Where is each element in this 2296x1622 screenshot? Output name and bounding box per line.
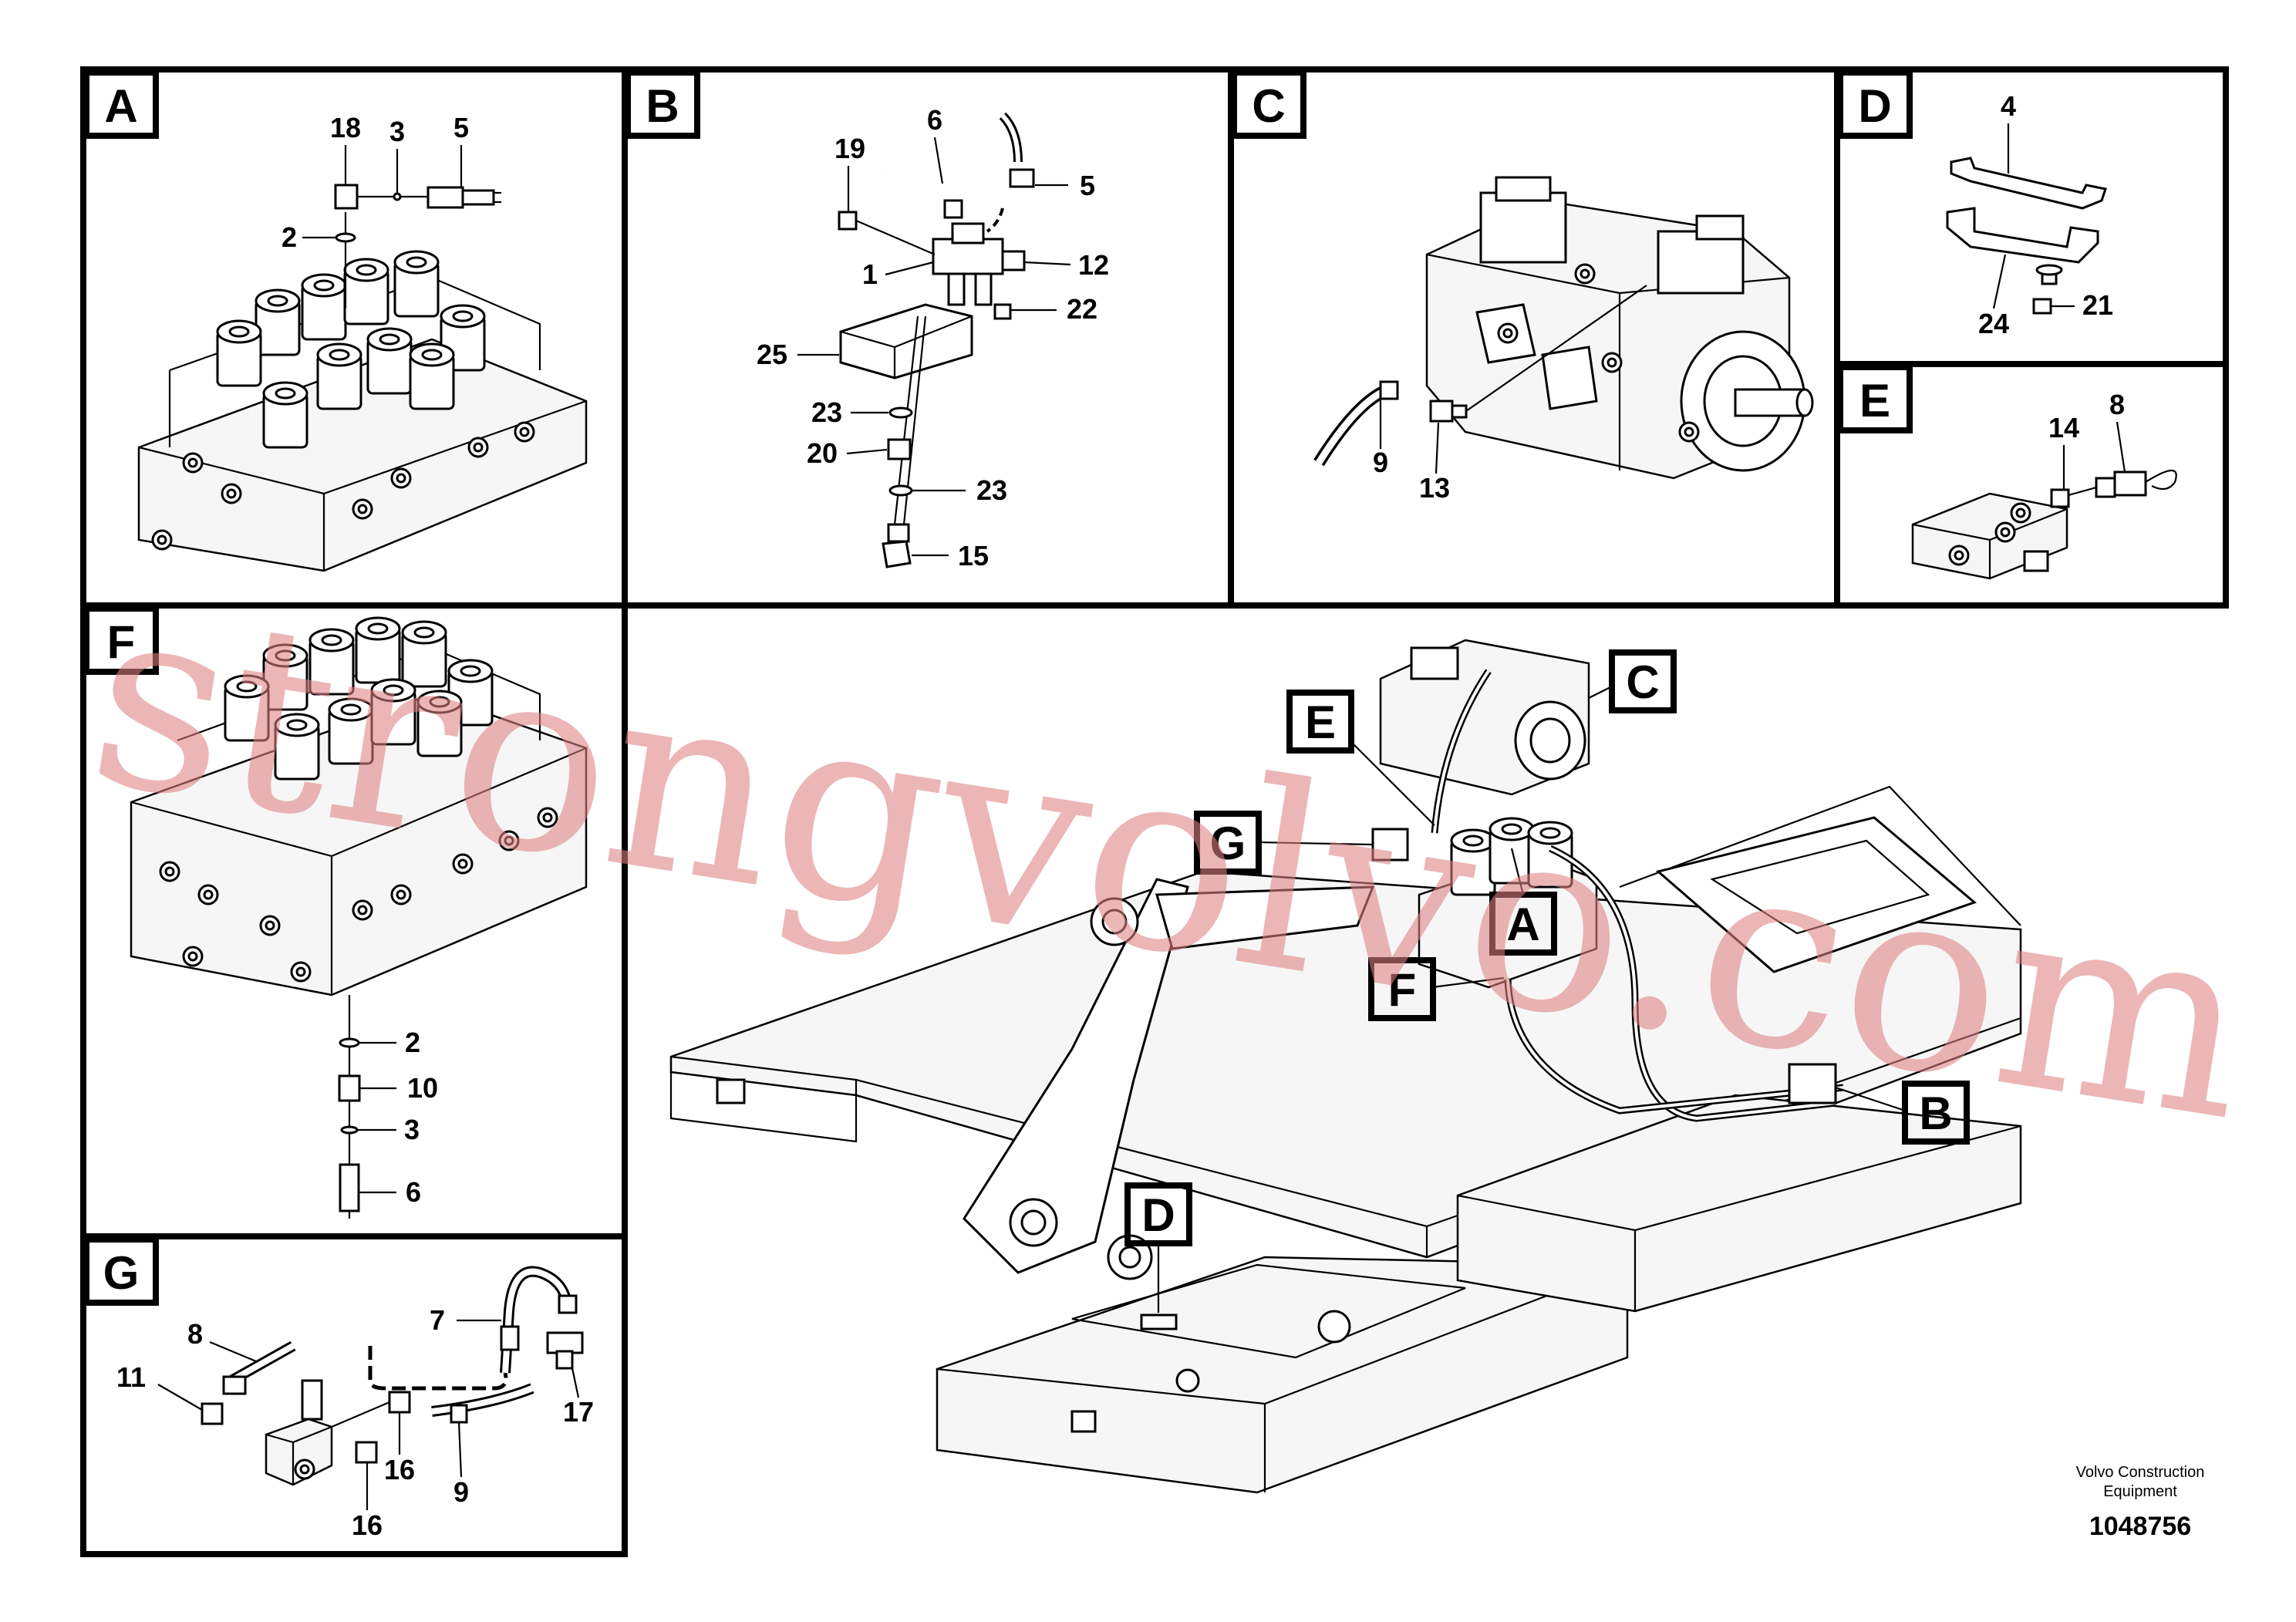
- callout-10: 10: [407, 1072, 438, 1104]
- callout-2: 2: [405, 1027, 420, 1058]
- panel-g-hose-drawing: [201, 1266, 584, 1486]
- overview-callout-E: E: [1286, 690, 1435, 826]
- callout-3: 3: [389, 116, 405, 147]
- svg-text:F: F: [107, 616, 136, 668]
- callout-1: 1: [862, 258, 878, 290]
- panel-b-assembly-drawing: [838, 112, 1035, 568]
- svg-text:B: B: [646, 80, 679, 132]
- callout-18: 18: [330, 112, 361, 143]
- callout-9: 9: [453, 1476, 469, 1508]
- panel-d-callouts: 4 24 21: [1978, 90, 2113, 339]
- callout-6: 6: [406, 1176, 421, 1208]
- panel-g-callouts: 8 7 11 17 16 9 16: [116, 1304, 594, 1541]
- panel-f-valve-drawing: [130, 616, 588, 1219]
- panel-e-callouts: 14 8: [2048, 389, 2126, 490]
- drawing-number: 1048756: [2089, 1512, 2191, 1541]
- callout-3: 3: [404, 1114, 420, 1145]
- callout-5: 5: [1080, 170, 1095, 201]
- panel-a-valve-drawing: [137, 184, 588, 572]
- panel-label-D: D: [1837, 69, 1913, 139]
- callout-7: 7: [430, 1304, 445, 1336]
- svg-text:E: E: [1305, 696, 1336, 748]
- company-name-line1: Volvo Construction: [2076, 1464, 2205, 1481]
- svg-text:D: D: [1858, 80, 1891, 132]
- svg-text:G: G: [103, 1247, 140, 1299]
- panel-b-callouts: 6 19 5 1 12 22 25 23 20 23 15: [757, 104, 1109, 572]
- panel-f-callouts: 2 10 3 6: [358, 1027, 438, 1208]
- overview-callout-A: A: [1489, 848, 1557, 956]
- overview-callout-G: G: [1194, 811, 1374, 875]
- callout-8: 8: [2109, 389, 2125, 420]
- callout-23: 23: [811, 396, 842, 428]
- company-name-line2: Equipment: [2103, 1483, 2177, 1500]
- callout-13: 13: [1419, 472, 1450, 504]
- panel-e-block-drawing: [1911, 470, 2177, 580]
- footer-block: Volvo Construction Equipment 1048756: [2076, 1464, 2205, 1541]
- callout-23-lower: 23: [976, 474, 1007, 506]
- svg-text:E: E: [1859, 375, 1890, 427]
- callout-22: 22: [1067, 293, 1097, 325]
- svg-text:A: A: [104, 80, 137, 132]
- svg-text:B: B: [1919, 1088, 1952, 1139]
- callout-15: 15: [958, 540, 989, 572]
- callout-25: 25: [757, 339, 787, 370]
- panel-d-bracket-drawing: [1946, 157, 2107, 315]
- panel-a-callouts: 18 3 5 2: [282, 112, 469, 253]
- overview-callout-D: D: [1124, 1182, 1192, 1313]
- callout-5: 5: [453, 112, 469, 143]
- callout-19: 19: [834, 133, 865, 164]
- panel-label-E: E: [1837, 364, 1913, 433]
- callout-17: 17: [563, 1396, 594, 1428]
- overview-callout-C: C: [1588, 649, 1677, 713]
- callout-24: 24: [1978, 308, 2009, 339]
- panel-label-B: B: [625, 69, 700, 139]
- panel-c-pump-drawing: [1313, 176, 1814, 480]
- svg-text:G: G: [1210, 818, 1246, 869]
- callout-14: 14: [2048, 412, 2079, 443]
- overview-callout-F: F: [1368, 957, 1505, 1021]
- callout-20: 20: [807, 437, 838, 469]
- callout-21: 21: [2082, 289, 2113, 321]
- svg-text:C: C: [1626, 656, 1659, 708]
- panel-c-callouts: 9 13: [1373, 400, 1450, 504]
- svg-text:A: A: [1506, 899, 1539, 950]
- overview-callout-B: B: [1835, 1081, 1970, 1145]
- callout-4: 4: [2001, 90, 2016, 122]
- svg-text:F: F: [1388, 964, 1417, 1016]
- callout-6: 6: [927, 104, 942, 136]
- panel-label-C: C: [1231, 69, 1306, 139]
- callout-12: 12: [1078, 249, 1109, 281]
- callout-9: 9: [1373, 447, 1388, 478]
- svg-text:D: D: [1141, 1189, 1175, 1241]
- panel-label-G: G: [83, 1236, 159, 1306]
- svg-text:C: C: [1252, 80, 1285, 132]
- callout-16: 16: [384, 1454, 415, 1485]
- callout-16-lower: 16: [352, 1509, 383, 1541]
- callout-11: 11: [116, 1361, 146, 1393]
- panel-label-A: A: [83, 69, 159, 139]
- callout-8: 8: [187, 1318, 203, 1350]
- callout-2: 2: [282, 221, 297, 253]
- panel-label-F: F: [83, 605, 159, 675]
